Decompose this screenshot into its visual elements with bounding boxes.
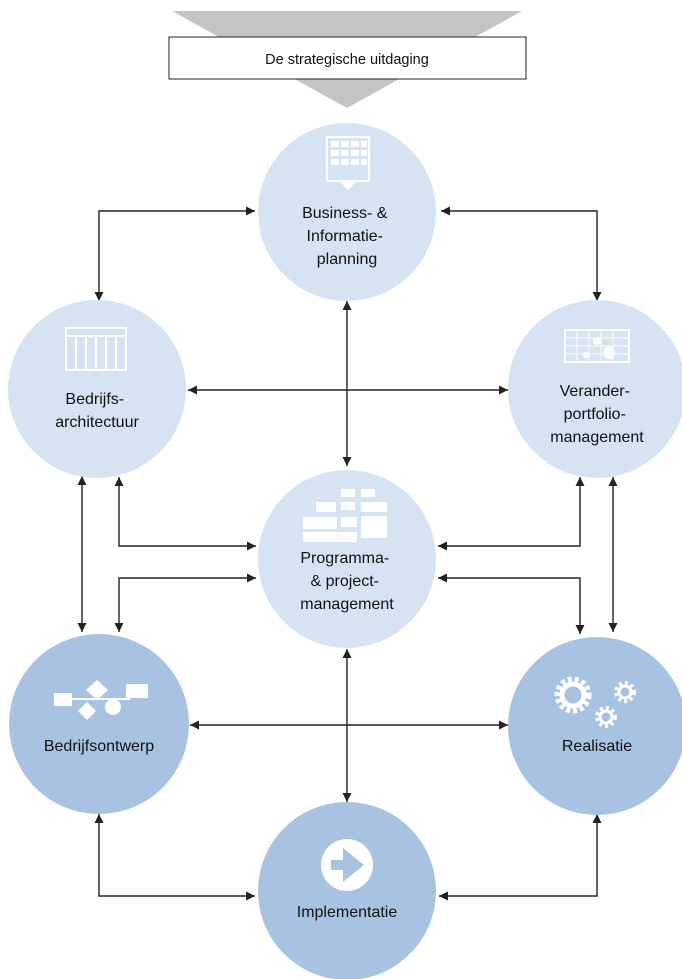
grid-table-icon xyxy=(326,136,370,190)
portfolio-grid-icon xyxy=(564,329,630,363)
node-label: Bedrijfsontwerp xyxy=(44,738,154,755)
connector-portfolio-programma xyxy=(438,477,585,551)
node-label: Verander- portfolio- management xyxy=(550,383,644,446)
org-chart-icon xyxy=(303,489,387,542)
connector-business-portfolio xyxy=(441,206,602,301)
connectors xyxy=(77,206,618,901)
node-bedrijfsarchitectuur: Bedrijfs- architectuur xyxy=(8,300,186,478)
node-implementatie: Implementatie xyxy=(258,802,436,979)
columns-table-icon xyxy=(65,327,127,371)
node-label-line: management xyxy=(550,429,644,446)
node-label-line: Implementatie xyxy=(297,904,398,921)
node-veranderportfoliomanagement: Verander- portfolio- management xyxy=(508,300,682,478)
node-label: Implementatie xyxy=(297,904,398,921)
node-label: Bedrijfs- architectuur xyxy=(55,391,139,431)
connector-programma-ontwerp xyxy=(114,573,256,632)
strategic-challenge-banner: De strategische uitdaging xyxy=(168,11,527,108)
node-label-line: Informatie- xyxy=(307,228,383,245)
node-programma-projectmanagement: Programma- & project- management xyxy=(258,470,436,648)
process-flow-icon xyxy=(54,680,148,720)
node-label-line: management xyxy=(300,596,394,613)
node-label-line: Realisatie xyxy=(562,738,632,755)
node-label-line: Programma- xyxy=(300,550,389,567)
node-label: Business- & Informatie- planning xyxy=(302,205,392,268)
arrow-circle-icon xyxy=(321,839,373,891)
node-label: Programma- & project- management xyxy=(300,550,394,613)
node-label: Realisatie xyxy=(562,738,632,755)
node-label-line: portfolio- xyxy=(564,406,626,423)
node-label-line: planning xyxy=(317,251,378,268)
node-label-line: Bedrijfsontwerp xyxy=(44,738,154,755)
node-realisatie: Realisatie xyxy=(508,637,682,815)
node-circle xyxy=(258,470,436,648)
node-circle xyxy=(8,300,186,478)
node-label-line: architectuur xyxy=(55,414,139,431)
node-label-line: Verander- xyxy=(560,383,630,400)
banner-box xyxy=(168,36,527,80)
node-label-line: & project- xyxy=(311,573,379,590)
connector-ontwerp-implementatie xyxy=(94,814,255,901)
node-label-line: Bedrijfs- xyxy=(65,391,124,408)
connector-programma-realisatie xyxy=(438,573,585,634)
node-label-line: Business- & xyxy=(302,205,388,222)
node-circle xyxy=(508,637,682,815)
node-bedrijfsontwerp: Bedrijfsontwerp xyxy=(9,634,189,814)
banner-label: De strategische uitdaging xyxy=(265,52,429,68)
connector-architectuur-programma xyxy=(114,477,256,551)
node-business-informatieplanning: Business- & Informatie- planning xyxy=(258,123,436,301)
node-circle xyxy=(9,634,189,814)
node-circle xyxy=(508,300,682,478)
connector-realisatie-implementatie xyxy=(439,814,602,901)
node-circle xyxy=(258,123,436,301)
connector-business-architectuur xyxy=(94,206,255,301)
gears-icon xyxy=(554,676,636,728)
